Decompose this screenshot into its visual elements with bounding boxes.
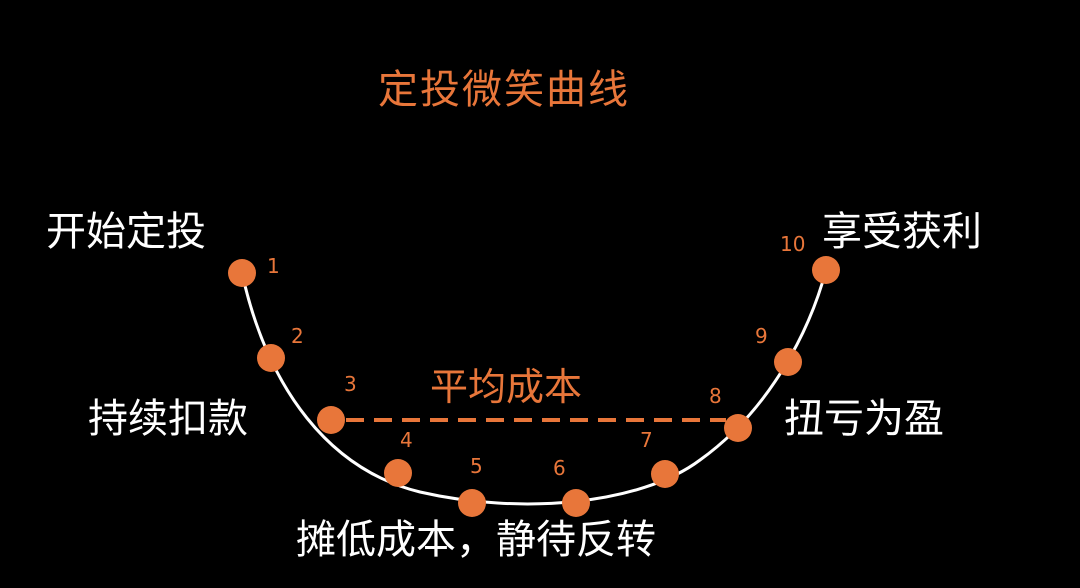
point-marker-8 bbox=[724, 414, 752, 442]
stage-label-hold: 持续扣款 bbox=[88, 396, 248, 442]
point-number-9: 9 bbox=[755, 324, 768, 348]
point-number-2: 2 bbox=[291, 324, 304, 348]
stage-label-low: 摊低成本，静待反转 bbox=[296, 517, 656, 563]
point-marker-9 bbox=[774, 348, 802, 376]
stage-label-start: 开始定投 bbox=[46, 209, 206, 255]
point-marker-2 bbox=[257, 344, 285, 372]
point-number-3: 3 bbox=[344, 372, 357, 396]
point-number-5: 5 bbox=[470, 454, 483, 478]
point-marker-6 bbox=[562, 489, 590, 517]
point-number-8: 8 bbox=[709, 384, 722, 408]
point-marker-1 bbox=[228, 259, 256, 287]
stage-label-turn: 扭亏为盈 bbox=[784, 396, 944, 442]
point-marker-4 bbox=[384, 459, 412, 487]
point-number-1: 1 bbox=[267, 254, 280, 278]
average-cost-label: 平均成本 bbox=[430, 365, 583, 409]
stage-label-enjoy: 享受获利 bbox=[822, 209, 982, 255]
point-number-6: 6 bbox=[553, 456, 566, 480]
point-number-4: 4 bbox=[400, 428, 413, 452]
point-marker-3 bbox=[317, 406, 345, 434]
point-marker-7 bbox=[651, 460, 679, 488]
point-number-7: 7 bbox=[640, 428, 653, 452]
point-markers bbox=[228, 256, 840, 517]
point-marker-10 bbox=[812, 256, 840, 284]
smile-curve-line bbox=[240, 269, 828, 506]
point-number-10: 10 bbox=[780, 232, 806, 256]
point-marker-5 bbox=[458, 489, 486, 517]
diagram-title: 定投微笑曲线 bbox=[378, 67, 630, 113]
